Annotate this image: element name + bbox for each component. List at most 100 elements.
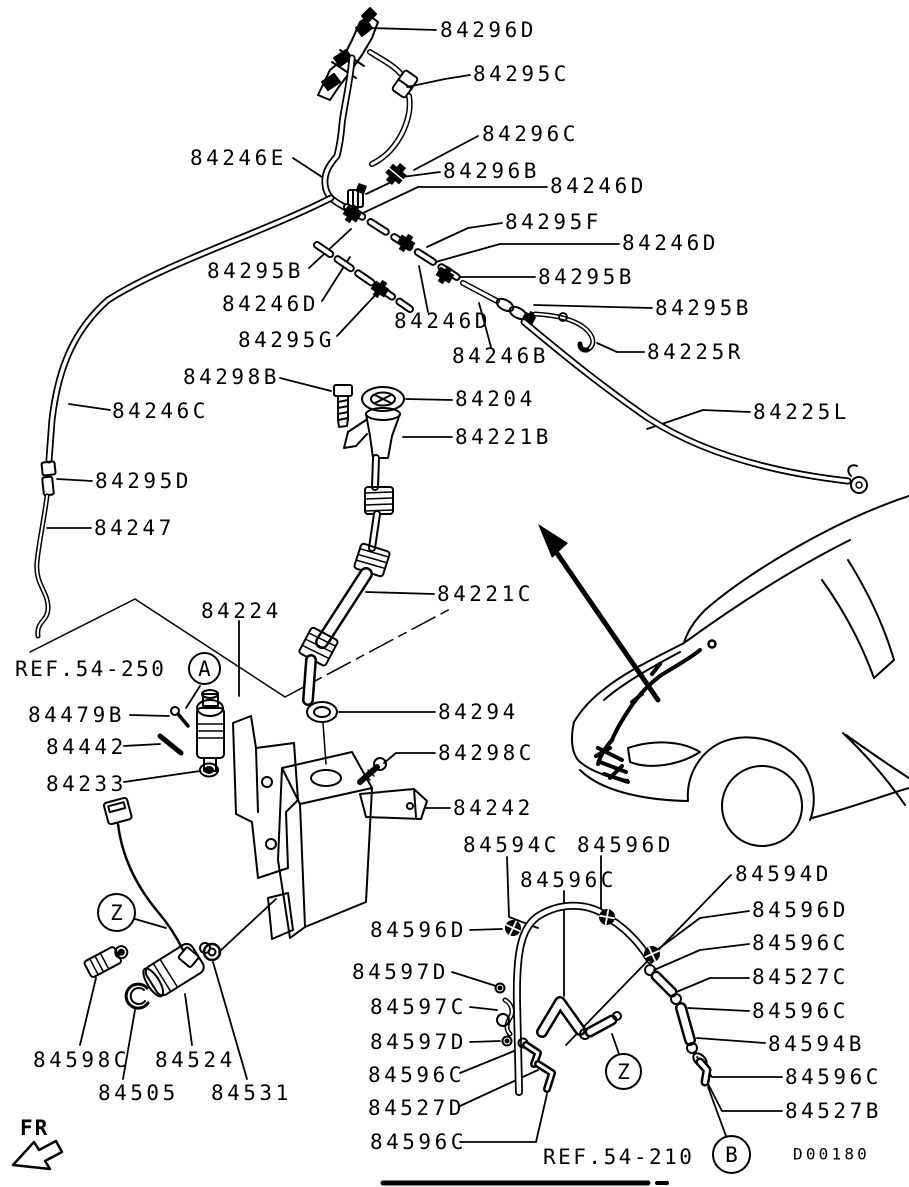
sensor-84598C bbox=[83, 945, 129, 978]
bracket-84242 bbox=[359, 788, 428, 820]
cap-84204 bbox=[361, 386, 405, 412]
hose-joint-clips bbox=[342, 204, 455, 299]
part-label-84505: 84505 bbox=[98, 1081, 179, 1105]
part-label-84221B: 84221B bbox=[455, 425, 552, 449]
part-label-84246E: 84246E bbox=[190, 146, 287, 170]
part-label-84596C: 84596C bbox=[752, 999, 849, 1023]
part-label-84594B: 84594B bbox=[768, 1032, 865, 1056]
rod-84442 bbox=[157, 733, 184, 756]
part-label-84242: 84242 bbox=[453, 796, 534, 820]
rear-washer-hose-assembly bbox=[494, 901, 712, 1096]
part-label-84295G: 84295G bbox=[238, 328, 335, 352]
part-label-84296C: 84296C bbox=[482, 122, 579, 146]
part-label-84524: 84524 bbox=[155, 1048, 236, 1072]
part-label-84597D: 84597D bbox=[352, 960, 449, 984]
part-label-84298B: 84298B bbox=[183, 365, 280, 389]
bolt-84298C bbox=[357, 757, 387, 785]
corrugation-1 bbox=[364, 486, 394, 515]
hose-84225L bbox=[520, 318, 868, 494]
part-label-84224: 84224 bbox=[201, 599, 282, 623]
part-label-84225R: 84225R bbox=[647, 340, 744, 364]
part-label-84594D: 84594D bbox=[735, 862, 832, 886]
grommet-84233 bbox=[199, 762, 219, 778]
part-label-84298C: 84298C bbox=[438, 741, 535, 765]
part-label-84294: 84294 bbox=[438, 700, 519, 724]
dashed-hose-segments bbox=[313, 203, 467, 313]
part-label-84246C: 84246C bbox=[112, 399, 209, 423]
ref-link-REF.54-250[interactable]: REF.54-250 bbox=[15, 657, 167, 681]
callout-marker-A: A bbox=[188, 652, 221, 685]
callout-marker-Z: Z bbox=[97, 893, 136, 932]
neck-84221B bbox=[343, 407, 401, 459]
part-label-84596C: 84596C bbox=[368, 1063, 465, 1087]
part-label-84596C: 84596C bbox=[520, 868, 617, 892]
part-label-84479B: 84479B bbox=[28, 703, 125, 727]
install-direction-arrow bbox=[538, 524, 661, 703]
grommet-84531 bbox=[202, 942, 222, 962]
grommet-84294 bbox=[306, 701, 338, 723]
clamp-84505 bbox=[124, 982, 150, 1010]
part-label-84596D: 84596D bbox=[370, 918, 467, 942]
callout-marker-B: B bbox=[712, 1135, 751, 1174]
part-label-84295B: 84295B bbox=[538, 265, 635, 289]
nozzle-hoses bbox=[321, 49, 419, 212]
hose-84246C bbox=[34, 194, 335, 639]
hose-clips-top bbox=[347, 163, 407, 208]
pin-84479B bbox=[170, 706, 190, 728]
part-label-84246D: 84246D bbox=[622, 231, 719, 255]
car-outline bbox=[571, 495, 909, 847]
filler-neck-assembly bbox=[298, 384, 405, 765]
part-label-84597C: 84597C bbox=[370, 995, 467, 1019]
clip-84596D-far bbox=[644, 946, 660, 962]
ref-link-REF.54-210[interactable]: REF.54-210 bbox=[543, 1145, 695, 1169]
part-label-84295D: 84295D bbox=[95, 469, 192, 493]
part-label-84295B: 84295B bbox=[207, 259, 304, 283]
part-label-84596C: 84596C bbox=[370, 1130, 467, 1154]
part-label-84233: 84233 bbox=[46, 772, 127, 796]
part-label-84527C: 84527C bbox=[752, 965, 849, 989]
part-label-84296D: 84296D bbox=[440, 18, 537, 42]
motor-cluster bbox=[83, 942, 222, 1010]
part-label-84597D: 84597D bbox=[370, 1030, 467, 1054]
part-label-84221C: 84221C bbox=[437, 582, 534, 606]
part-label-84295C: 84295C bbox=[473, 62, 570, 86]
fr-arrow-icon bbox=[11, 1139, 64, 1171]
part-label-84442: 84442 bbox=[46, 735, 127, 759]
washer-nozzle-assembly bbox=[317, 7, 379, 101]
clip-84596D-right bbox=[599, 909, 615, 925]
part-label-84527D: 84527D bbox=[368, 1096, 465, 1120]
bolt-84298B bbox=[333, 384, 353, 428]
part-label-84596C: 84596C bbox=[752, 931, 849, 955]
washer-pump-84224 bbox=[157, 689, 225, 778]
part-label-84246D: 84246D bbox=[550, 174, 647, 198]
leader-lines bbox=[46, 27, 783, 1143]
callout-marker-Z: Z bbox=[605, 1053, 642, 1090]
part-label-84204: 84204 bbox=[455, 387, 536, 411]
part-label-84246B: 84246B bbox=[452, 344, 549, 368]
pump-wiring bbox=[102, 796, 200, 968]
part-label-84527B: 84527B bbox=[785, 1099, 882, 1123]
hose-junction bbox=[460, 280, 596, 353]
part-label-84596C: 84596C bbox=[785, 1065, 882, 1089]
part-label-84295B: 84295B bbox=[655, 296, 752, 320]
drawing-code: D00180 bbox=[793, 1144, 870, 1164]
part-label-84296B: 84296B bbox=[443, 159, 540, 183]
washer-tank bbox=[232, 715, 428, 940]
panel-reference-lines bbox=[29, 598, 453, 698]
part-label-84247: 84247 bbox=[94, 516, 175, 540]
part-label-84295F: 84295F bbox=[505, 210, 602, 234]
motor-84524 bbox=[142, 942, 205, 998]
clip-84596D-left bbox=[505, 920, 521, 936]
part-label-84596D: 84596D bbox=[752, 898, 849, 922]
part-label-84246D: 84246D bbox=[394, 309, 491, 333]
part-label-84598C: 84598C bbox=[33, 1048, 130, 1072]
part-label-84246D: 84246D bbox=[222, 292, 319, 316]
part-label-84594C: 84594C bbox=[463, 833, 560, 857]
car-washer-tubing bbox=[594, 639, 717, 784]
part-label-84531: 84531 bbox=[211, 1081, 292, 1105]
fr-direction-label: FR bbox=[20, 1116, 50, 1140]
part-label-84225L: 84225L bbox=[753, 400, 850, 424]
